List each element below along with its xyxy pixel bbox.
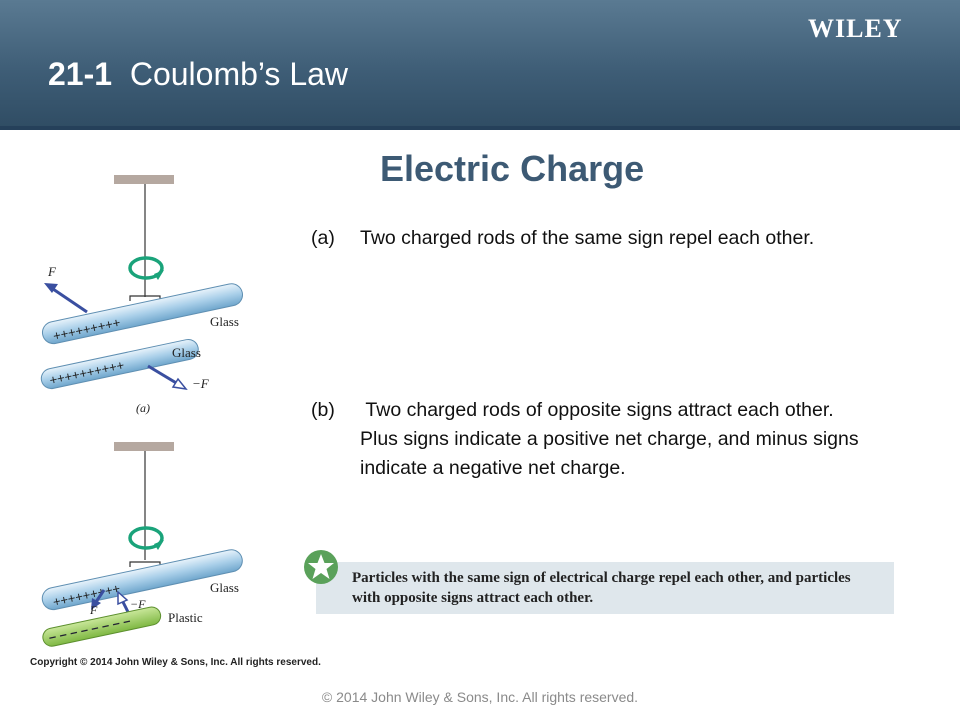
charged-rods-figure: +++++++++ Glass F ++++++++++ Glass −F (a… — [40, 175, 244, 647]
rod2-label: Glass — [172, 345, 201, 360]
item-b-label: (b) — [311, 399, 335, 421]
ceiling-mount — [114, 442, 174, 451]
force-arrow-icon — [91, 589, 106, 610]
section-title: Coulomb’s Law — [129, 56, 349, 92]
slide-footer: © 2014 John Wiley & Sons, Inc. All right… — [321, 689, 639, 705]
force-arrow-icon — [117, 590, 130, 613]
key-idea-callout: Particles with the same sign of electric… — [316, 562, 894, 614]
plastic-rod: – – – – – – – – — [42, 606, 162, 647]
slide-subtitle: Electric Charge — [380, 148, 645, 189]
rotation-arrow-icon — [128, 526, 164, 550]
force-label-1: F — [47, 264, 57, 279]
wiley-logo: WILEY — [808, 14, 903, 43]
rod3-label: Glass — [210, 580, 239, 595]
rod1-label: Glass — [210, 314, 239, 329]
plastic-label: Plastic — [168, 610, 203, 625]
rotation-arrow-icon — [128, 256, 164, 280]
force-arrow-icon — [147, 364, 188, 391]
star-icon — [304, 550, 338, 584]
svg-text:– – – – – – – –: – – – – – – – – — [47, 613, 131, 645]
force-label-2: −F — [192, 376, 210, 391]
section-number: 21-1 — [48, 56, 113, 92]
callout-text: Particles with the same sign of electric… — [352, 570, 851, 606]
ceiling-mount — [114, 175, 174, 184]
item-a-text: Two charged rods of the same sign repel … — [360, 227, 815, 249]
slide-header: WILEY 21-1 Coulomb’s Law — [0, 0, 960, 130]
item-b-text: Two charged rods of opposite signs attra… — [360, 399, 865, 479]
force-label-4: −F — [130, 597, 146, 611]
item-a-label: (a) — [311, 227, 335, 249]
panel-a: +++++++++ Glass F ++++++++++ Glass −F (a… — [40, 175, 244, 415]
panel-a-caption: (a) — [136, 401, 150, 415]
item-b: (b) Two charged rods of opposite signs a… — [311, 396, 871, 483]
force-label-3: F — [89, 603, 98, 617]
item-a: (a) Two charged rods of the same sign re… — [311, 224, 871, 253]
figure-copyright: Copyright © 2014 John Wiley & Sons, Inc.… — [30, 657, 321, 668]
slide-title: 21-1 Coulomb’s Law — [48, 56, 348, 93]
panel-b: +++++++++ Glass F −F – – – – – – – – Pla… — [41, 442, 243, 647]
force-arrow-icon — [44, 283, 88, 314]
